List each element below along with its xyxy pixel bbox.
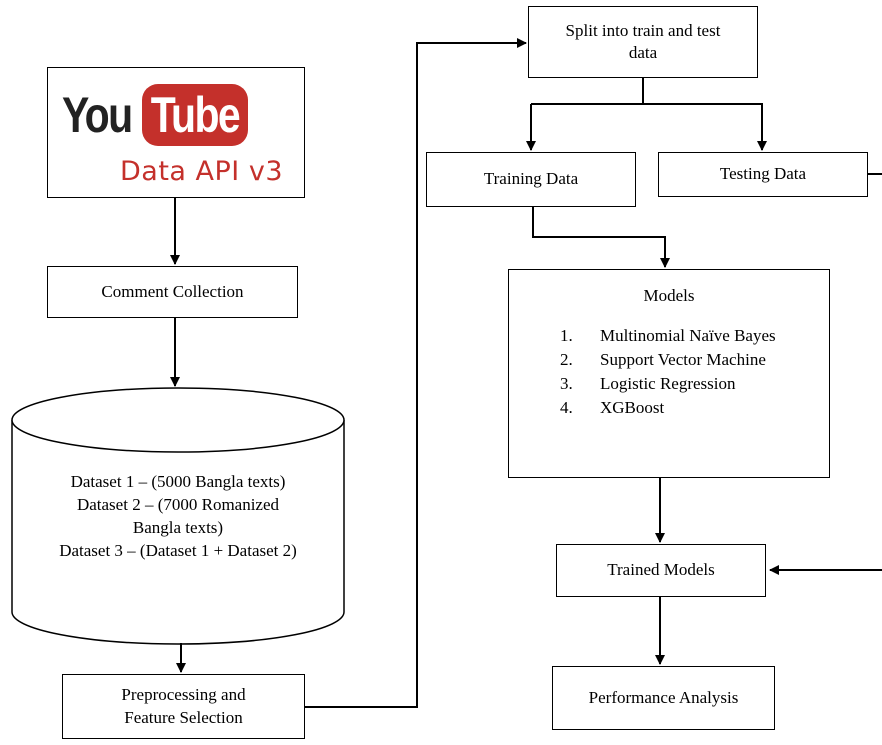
models-box xyxy=(508,269,830,478)
arrow-training-to-models xyxy=(532,207,670,268)
preprocessing-label-line: Preprocessing and xyxy=(121,685,246,705)
preprocessing-box: Preprocessing and Feature Selection xyxy=(62,674,305,739)
arrow-split-branch xyxy=(531,78,644,105)
arrow-preprocessing-to-split xyxy=(305,38,527,708)
dataset-cylinder xyxy=(11,420,345,645)
split-label-line: Split into train and test xyxy=(565,20,721,40)
trained-models-box: Trained Models xyxy=(556,544,766,597)
models-list: 1. Multinomial Naïve Bayes 2. Support Ve… xyxy=(560,324,790,420)
model-name: Logistic Regression xyxy=(600,374,736,393)
model-number: 2. xyxy=(560,350,573,369)
youtube-logo-tube-text: Tube xyxy=(150,87,241,143)
testing-data-label: Testing Data xyxy=(719,164,807,184)
model-name: Support Vector Machine xyxy=(600,350,766,369)
testing-data-box: Testing Data xyxy=(658,152,868,197)
model-name: Multinomial Naïve Bayes xyxy=(600,326,776,345)
model-number: 1. xyxy=(560,326,573,345)
model-name: XGBoost xyxy=(600,398,665,417)
youtube-api-label: Data API v3 xyxy=(120,156,284,187)
dataset-cylinder-top xyxy=(11,387,345,453)
dataset-line: Bangla texts) xyxy=(132,518,224,537)
training-data-label: Training Data xyxy=(483,169,579,189)
arrow-split-to-testing xyxy=(643,103,767,151)
performance-analysis-label: Performance Analysis xyxy=(588,687,739,707)
training-data-box: Training Data xyxy=(426,152,636,207)
comment-collection-label: Comment Collection xyxy=(101,281,244,301)
dataset-line: Dataset 1 – (5000 Bangla texts) xyxy=(70,472,286,491)
split-label-line: data xyxy=(628,43,658,62)
model-number: 4. xyxy=(560,398,573,417)
youtube-logo-you: You xyxy=(62,87,133,143)
split-box: Split into train and test data xyxy=(528,6,758,78)
model-item: 3. Logistic Regression xyxy=(560,372,790,396)
youtube-api-box: You Tube Data API v3 xyxy=(47,67,305,198)
trained-models-label: Trained Models xyxy=(607,560,715,580)
youtube-logo-tube: Tube xyxy=(142,84,248,146)
model-item: 1. Multinomial Naïve Bayes xyxy=(560,324,790,348)
dataset-line: Dataset 2 – (7000 Romanized xyxy=(76,495,280,514)
comment-collection-box: Comment Collection xyxy=(47,266,298,318)
dataset-list: Dataset 1 – (5000 Bangla texts) Dataset … xyxy=(12,470,344,562)
model-number: 3. xyxy=(560,374,573,393)
model-item: 2. Support Vector Machine xyxy=(560,348,790,372)
performance-analysis-box: Performance Analysis xyxy=(552,666,775,730)
models-title: Models xyxy=(643,286,695,305)
dataset-line: Dataset 3 – (Dataset 1 + Dataset 2) xyxy=(59,541,297,560)
model-item: 4. XGBoost xyxy=(560,396,790,420)
preprocessing-label-line: Feature Selection xyxy=(124,707,243,727)
